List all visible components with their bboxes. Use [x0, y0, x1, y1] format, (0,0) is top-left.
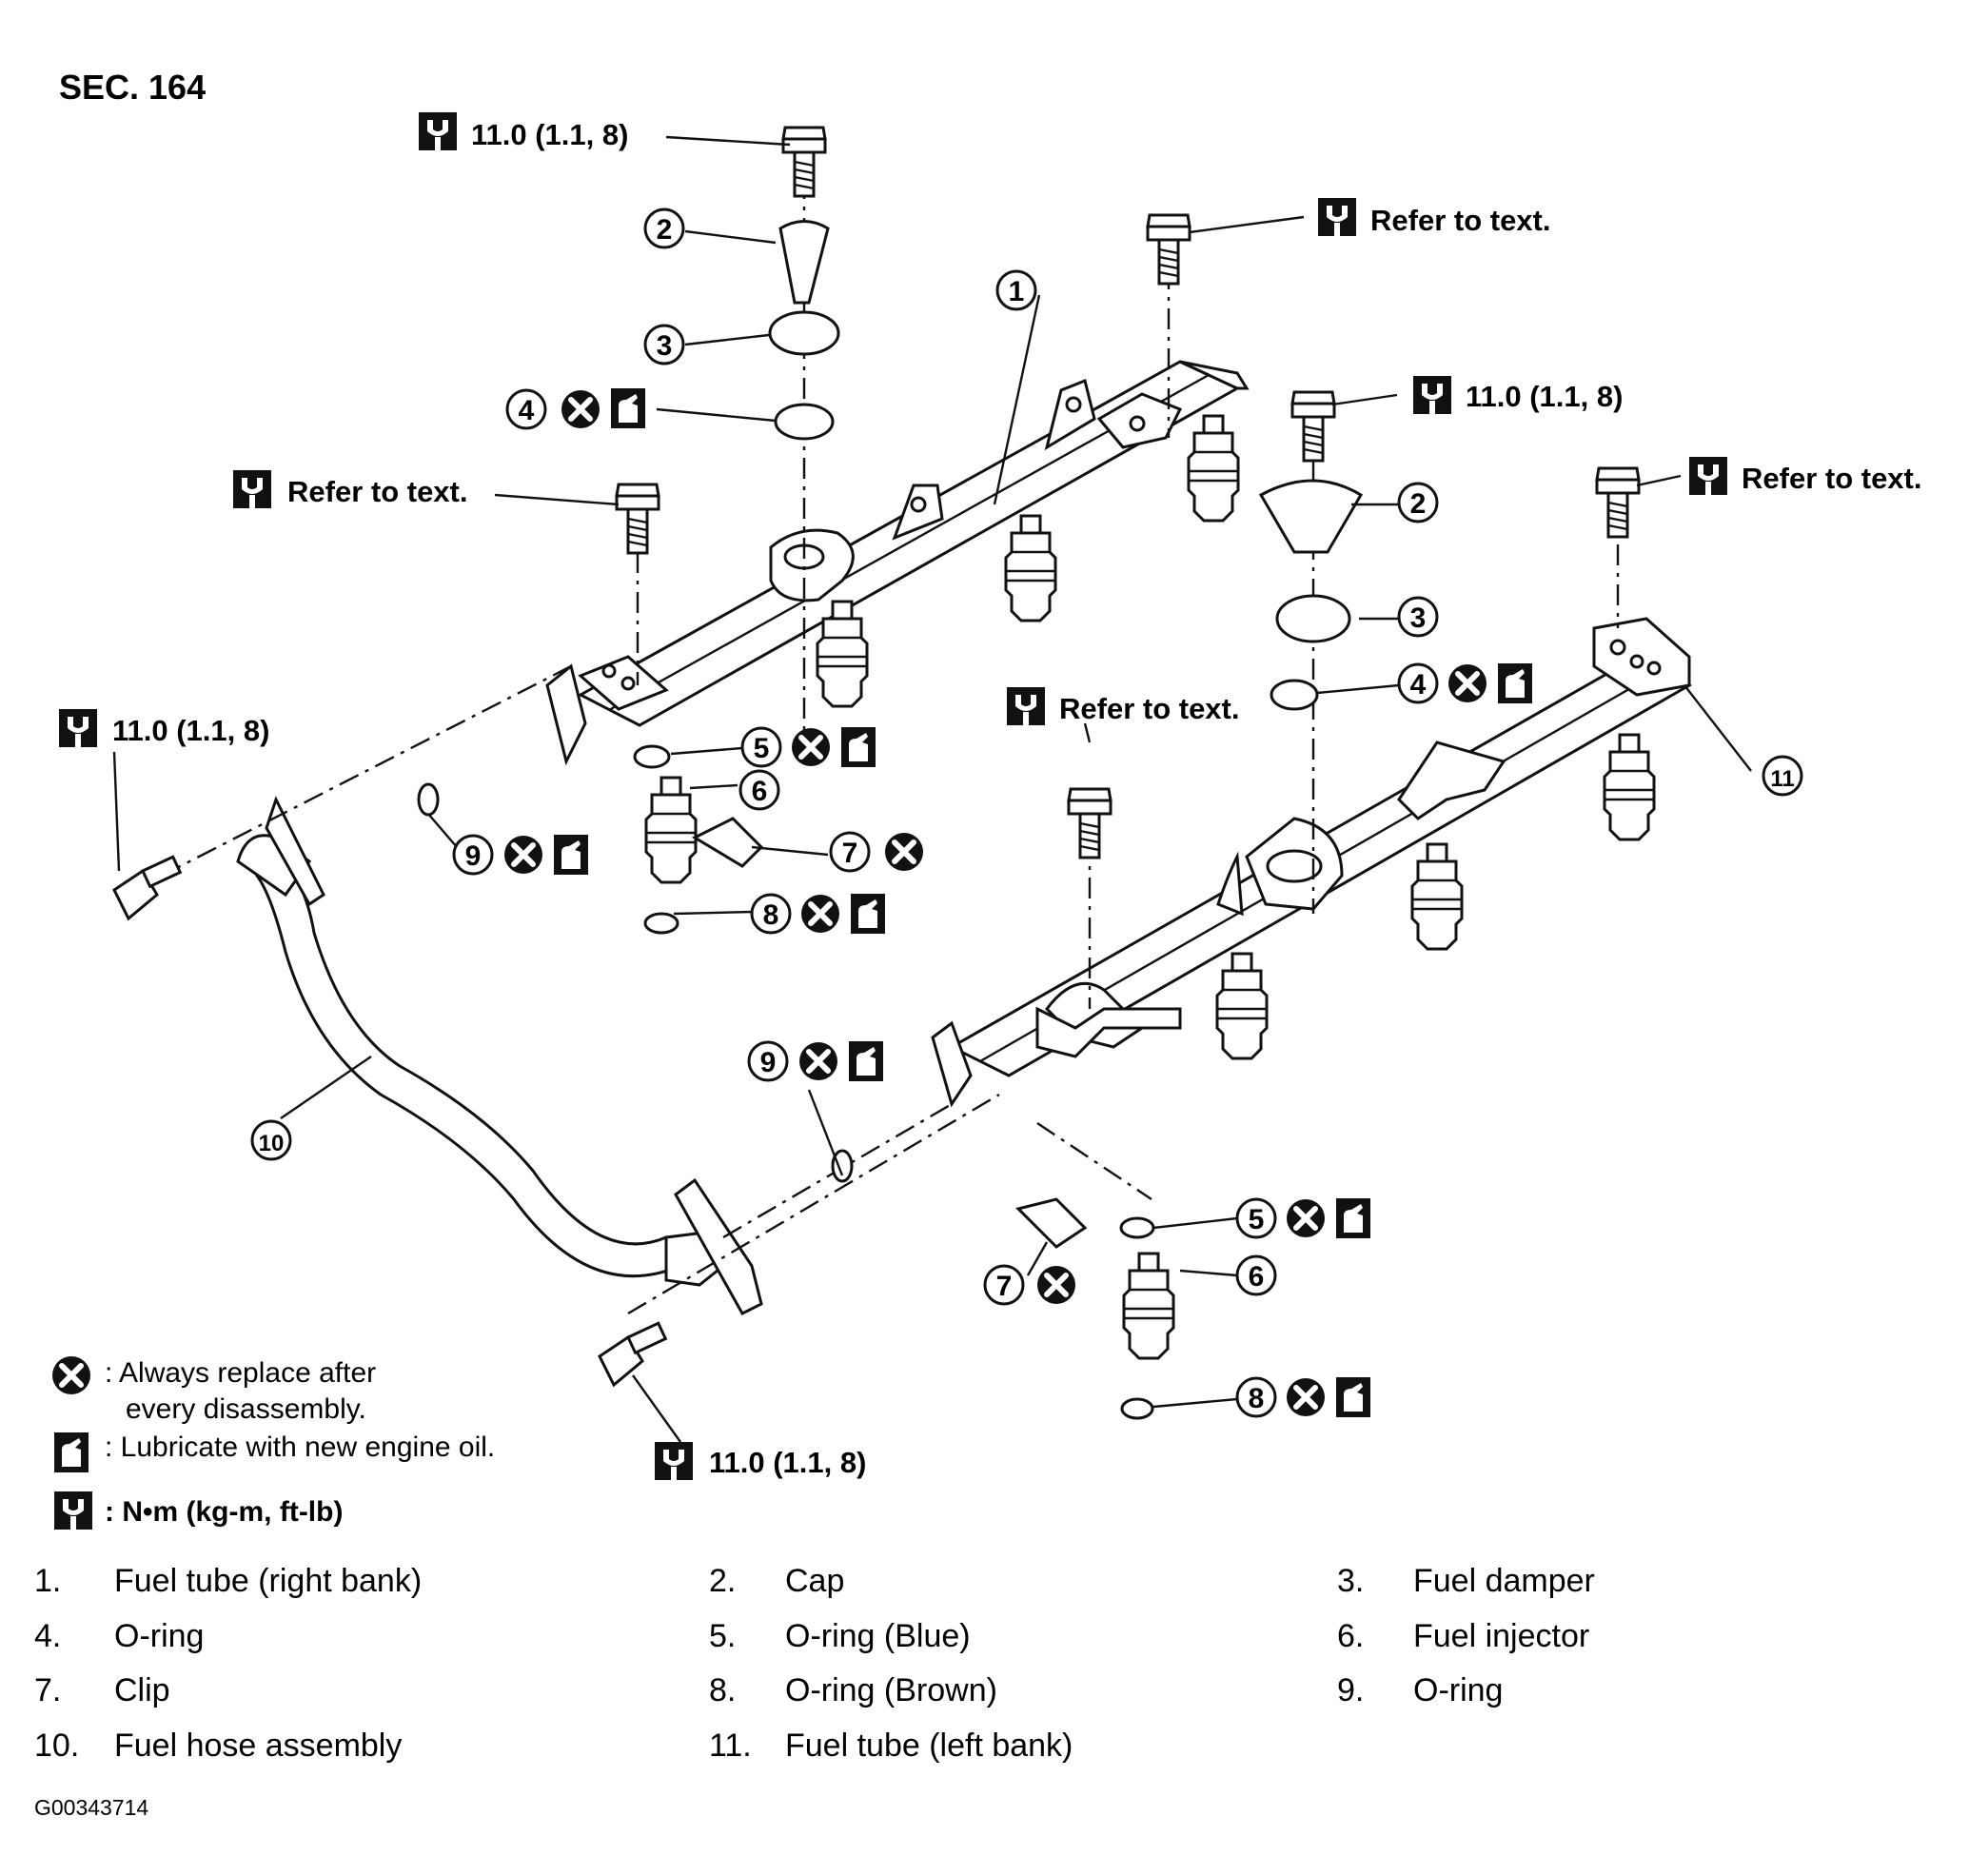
torque-label-mid-right: 11.0 (1.1, 8)	[1413, 376, 1623, 414]
o-ring-upper	[774, 403, 835, 441]
svg-text:Fuel tube (left bank): Fuel tube (left bank)	[785, 1728, 1073, 1764]
callout-10: 10	[250, 1119, 292, 1161]
fuel-hose-assembly	[236, 796, 763, 1315]
svg-text:11.: 11.	[709, 1728, 752, 1764]
callout-6-lower: 6	[1235, 1254, 1277, 1296]
torque-label-top: 11.0 (1.1, 8)	[419, 112, 628, 151]
torque-label-left: 11.0 (1.1, 8)	[59, 709, 269, 747]
svg-text:5.: 5.	[709, 1618, 736, 1654]
svg-text:Cap: Cap	[785, 1563, 844, 1599]
svg-text:Fuel hose assembly: Fuel hose assembly	[114, 1728, 402, 1764]
torque-label-refer-top-right: Refer to text.	[1318, 198, 1550, 237]
svg-text:8: 8	[1249, 1383, 1265, 1414]
svg-text:5: 5	[754, 733, 770, 764]
svg-text:11.0 (1.1, 8): 11.0 (1.1, 8)	[709, 1446, 866, 1479]
parts-list: 1. Fuel tube (right bank) 2. Cap 3. Fuel da…	[34, 1563, 1595, 1764]
svg-text:O-ring: O-ring	[1413, 1672, 1503, 1708]
callout-2-right: 2	[1397, 482, 1439, 523]
svg-text:8: 8	[763, 899, 779, 931]
callout-8-upper: 8	[750, 893, 792, 935]
svg-text:10.: 10.	[34, 1728, 79, 1764]
svg-text:2: 2	[657, 214, 673, 246]
svg-text:1.: 1.	[34, 1563, 61, 1599]
callout-4-upper: 4	[505, 388, 547, 430]
svg-text:O-ring (Blue): O-ring (Blue)	[785, 1618, 971, 1654]
svg-text:7: 7	[842, 838, 858, 869]
callout-11: 11	[1762, 755, 1803, 797]
svg-text:Clip: Clip	[114, 1672, 170, 1708]
callout-3-right: 3	[1397, 596, 1439, 638]
svg-text:Fuel tube (right bank): Fuel tube (right bank)	[114, 1563, 422, 1599]
torque-label-bottom: 11.0 (1.1, 8)	[655, 1442, 866, 1480]
bolt-left	[112, 855, 183, 921]
o-ring-right	[1270, 679, 1319, 711]
svg-text:4.: 4.	[34, 1618, 61, 1654]
torque-label-refer-far-right: Refer to text.	[1689, 457, 1921, 495]
svg-text:7.: 7.	[34, 1672, 61, 1708]
svg-text:O-ring: O-ring	[114, 1618, 204, 1654]
callout-5-upper: 5	[740, 726, 782, 768]
fuel-tube-right-bank	[577, 360, 1250, 727]
clip-lower	[1015, 1197, 1088, 1249]
torque-label-refer-left: Refer to text.	[233, 470, 467, 508]
svg-text:1: 1	[1009, 276, 1025, 307]
svg-text:8.: 8.	[709, 1672, 736, 1708]
svg-text:2: 2	[1410, 488, 1427, 520]
callout-9-upper: 9	[452, 834, 494, 876]
svg-text:: N•m (kg-m, ft-lb): : N•m (kg-m, ft-lb)	[105, 1496, 343, 1528]
svg-text:6: 6	[752, 776, 768, 807]
clip-upper	[691, 817, 764, 868]
svg-text:3.: 3.	[1337, 1563, 1364, 1599]
svg-text:9: 9	[465, 840, 482, 872]
svg-text:6: 6	[1249, 1261, 1265, 1293]
svg-text:O-ring (Brown): O-ring (Brown)	[785, 1672, 997, 1708]
svg-text:11.0 (1.1, 8): 11.0 (1.1, 8)	[1466, 380, 1623, 413]
svg-text:6.: 6.	[1337, 1618, 1364, 1654]
legend: : Always replace after every disassembly…	[52, 1356, 495, 1530]
svg-text:: Lubricate with new engine oi: : Lubricate with new engine oil.	[105, 1432, 495, 1463]
svg-text:5: 5	[1249, 1204, 1265, 1235]
section-title: SEC. 164	[59, 68, 206, 107]
callout-6-upper: 6	[738, 769, 780, 811]
callout-7-upper: 7	[829, 831, 871, 873]
svg-text:7: 7	[996, 1271, 1013, 1302]
svg-text:Fuel damper: Fuel damper	[1413, 1563, 1595, 1599]
callout-9-lower: 9	[747, 1040, 789, 1082]
svg-text:Refer to text.: Refer to text.	[1742, 462, 1921, 495]
cap-right	[1258, 479, 1364, 554]
callout-5-lower: 5	[1235, 1197, 1277, 1239]
svg-text:Refer to text.: Refer to text.	[1370, 204, 1550, 237]
svg-text:11.0 (1.1, 8): 11.0 (1.1, 8)	[471, 118, 628, 151]
svg-text:Fuel injector: Fuel injector	[1413, 1618, 1589, 1654]
bolt-bottom	[598, 1321, 668, 1388]
svg-text:11: 11	[1770, 766, 1794, 792]
svg-text:9.: 9.	[1337, 1672, 1364, 1708]
cap-upper	[778, 220, 830, 305]
svg-text:11.0 (1.1, 8): 11.0 (1.1, 8)	[112, 714, 269, 747]
svg-text:2.: 2.	[709, 1563, 736, 1599]
figure-code: G00343714	[34, 1795, 148, 1820]
callout-4-right: 4	[1397, 662, 1439, 704]
svg-text:3: 3	[657, 330, 673, 362]
callout-7-lower: 7	[983, 1264, 1025, 1306]
fuel-tube-left-bank	[948, 617, 1693, 1077]
svg-text:Refer to text.: Refer to text.	[287, 475, 467, 508]
svg-text:: Always replace after: : Always replace after	[105, 1357, 376, 1389]
svg-text:4: 4	[1410, 669, 1427, 701]
svg-text:3: 3	[1410, 602, 1427, 634]
fuel-damper-upper	[768, 310, 840, 356]
torque-label-refer-center: Refer to text.	[1007, 687, 1239, 725]
svg-text:4: 4	[519, 395, 535, 426]
callout-2-upper: 2	[643, 207, 685, 249]
callout-8-lower: 8	[1235, 1376, 1277, 1418]
fuel-damper-right	[1275, 594, 1351, 643]
callout-3-upper: 3	[643, 324, 685, 365]
svg-text:Refer to text.: Refer to text.	[1059, 692, 1239, 725]
svg-text:every disassembly.: every disassembly.	[126, 1393, 366, 1425]
svg-text:9: 9	[760, 1047, 777, 1078]
svg-text:10: 10	[259, 1131, 285, 1156]
callout-1: 1	[995, 269, 1037, 311]
